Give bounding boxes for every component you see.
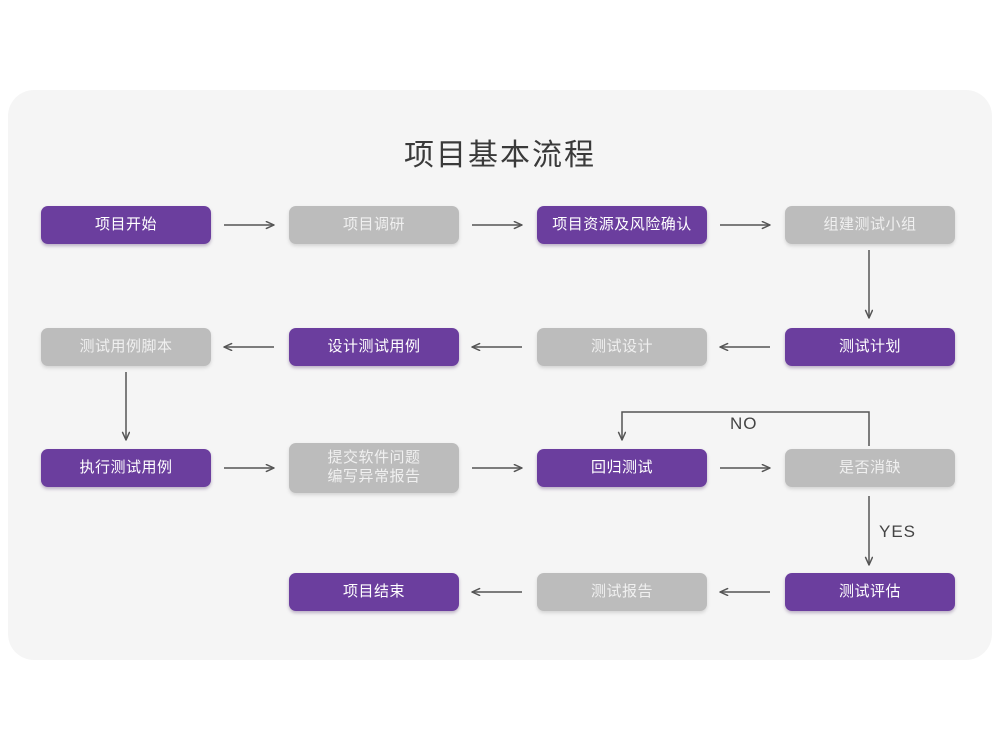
node-design-test-cases[interactable]: 设计测试用例	[289, 328, 459, 366]
node-test-case-script[interactable]: 测试用例脚本	[41, 328, 211, 366]
node-execute-test-cases[interactable]: 执行测试用例	[41, 449, 211, 487]
page-title: 项目基本流程	[404, 139, 596, 172]
node-defect-cleared-decision[interactable]: 是否消缺	[785, 449, 955, 487]
node-regression-test[interactable]: 回归测试	[537, 449, 707, 487]
node-submit-defect-report[interactable]: 提交软件问题 编写异常报告	[289, 443, 459, 493]
node-test-report[interactable]: 测试报告	[537, 573, 707, 611]
node-form-test-team[interactable]: 组建测试小组	[785, 206, 955, 244]
node-test-evaluation[interactable]: 测试评估	[785, 573, 955, 611]
edge-label-yes: YES	[879, 522, 917, 541]
node-test-design[interactable]: 测试设计	[537, 328, 707, 366]
node-project-start[interactable]: 项目开始	[41, 206, 211, 244]
node-project-research[interactable]: 项目调研	[289, 206, 459, 244]
node-test-plan[interactable]: 测试计划	[785, 328, 955, 366]
node-resource-risk-confirm[interactable]: 项目资源及风险确认	[537, 206, 707, 244]
flowchart-panel	[8, 90, 992, 660]
edge-label-no: NO	[730, 414, 758, 433]
node-project-end[interactable]: 项目结束	[289, 573, 459, 611]
